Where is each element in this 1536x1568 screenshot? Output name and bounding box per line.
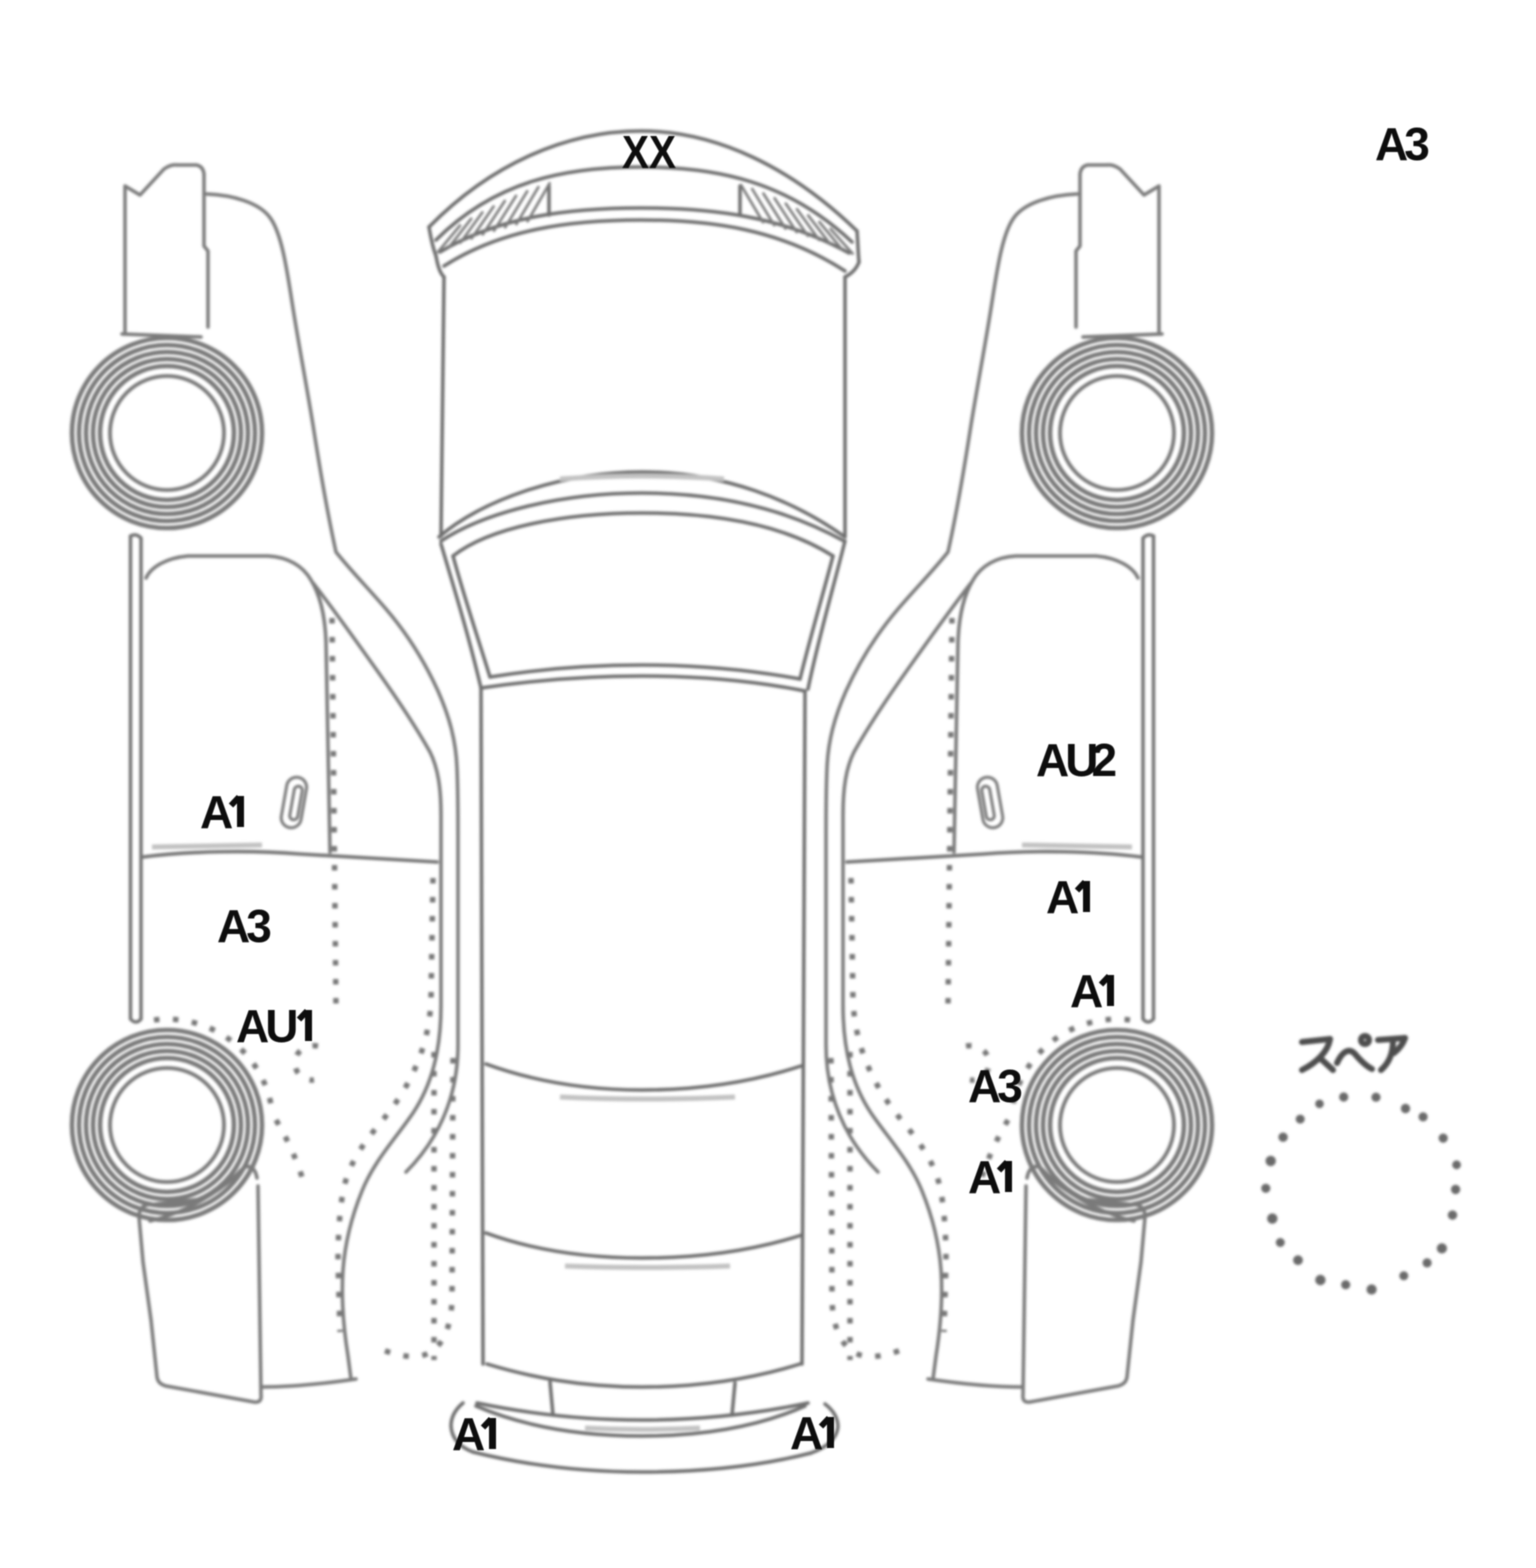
svg-text:XX: XX	[622, 128, 676, 179]
svg-text:A: A	[1046, 871, 1079, 923]
svg-text:A3: A3	[217, 900, 272, 952]
svg-text:A: A	[452, 1408, 485, 1460]
svg-text:A3: A3	[1375, 118, 1430, 170]
svg-text:AU: AU	[236, 1000, 298, 1052]
svg-text:A: A	[968, 1151, 1001, 1203]
svg-text:A: A	[1070, 965, 1103, 1017]
svg-text:A: A	[790, 1407, 823, 1459]
svg-text:A3: A3	[968, 1060, 1023, 1112]
svg-text:AU2: AU2	[1036, 734, 1117, 786]
svg-text:A: A	[200, 786, 233, 838]
